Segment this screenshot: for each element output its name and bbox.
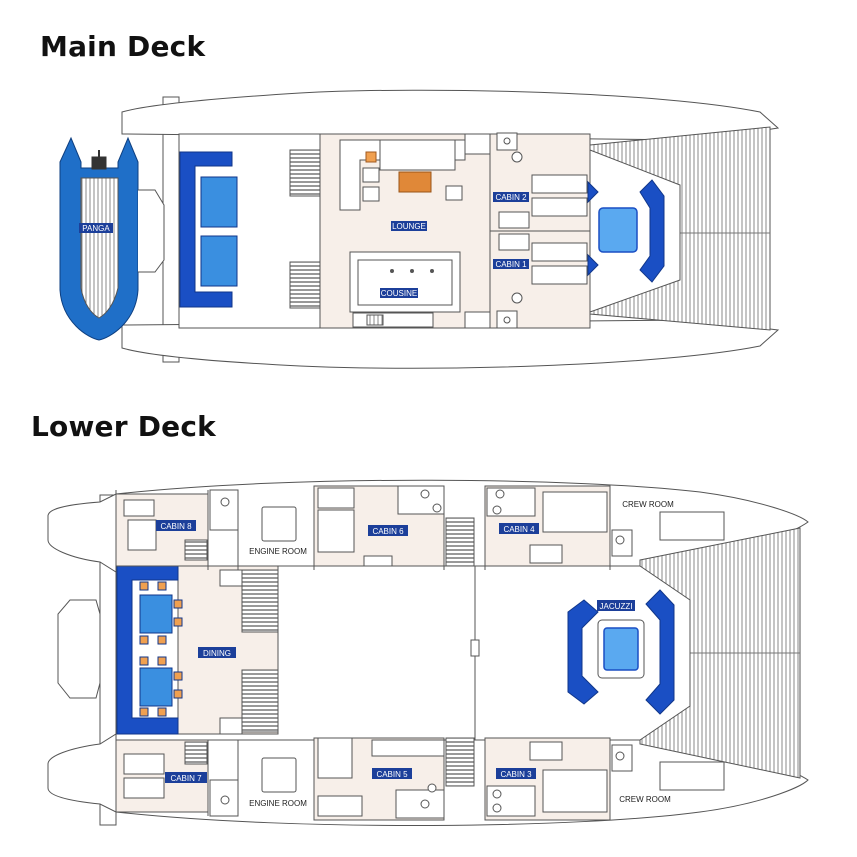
label-dining: DINING — [203, 649, 231, 658]
main-bow-seat-right — [639, 179, 665, 283]
panga-boat — [59, 136, 139, 341]
main-stairs-lower — [289, 261, 321, 309]
label-crew-room-top: CREW ROOM — [622, 500, 674, 509]
main-aft-sofa — [179, 151, 233, 308]
label-jacuzzi: JACUZZI — [600, 602, 633, 611]
dining-sofa — [116, 565, 179, 735]
main-labels: PANGA LOUNGE COUSINE CABIN 2 CABIN 1 — [79, 192, 529, 298]
main-plunge-pool — [598, 207, 638, 253]
lower-aft-step — [57, 599, 101, 699]
label-cabin-6: CABIN 6 — [372, 527, 404, 536]
main-hull-upper — [121, 89, 780, 141]
main-bow-seat-left — [587, 180, 599, 204]
lower-hull-rooms — [115, 734, 725, 821]
main-aft-table-2 — [200, 235, 238, 287]
label-cabin-1: CABIN 1 — [495, 260, 527, 269]
dining-tables — [139, 581, 183, 717]
label-engine-room-top: ENGINE ROOM — [249, 547, 307, 556]
main-stairs-upper — [289, 149, 321, 197]
label-cabin-4: CABIN 4 — [503, 525, 535, 534]
label-crew-room-bottom: CREW ROOM — [619, 795, 671, 804]
lower-labels: CABIN 8 ENGINE ROOM CABIN 6 CABIN 4 CREW… — [156, 500, 674, 808]
galley-counter — [349, 251, 491, 329]
lounge-furniture — [339, 133, 491, 211]
main-bow-seat-left-2 — [587, 253, 599, 277]
label-cabin-8: CABIN 8 — [160, 522, 192, 531]
label-cabin-7: CABIN 7 — [170, 774, 202, 783]
main-aft-table-1 — [200, 176, 238, 228]
main-stern-beam — [162, 96, 180, 363]
lower-stairs-lower — [241, 669, 279, 733]
main-cabins — [489, 132, 590, 329]
label-cabin-3: CABIN 3 — [500, 770, 532, 779]
label-engine-room-bottom: ENGINE ROOM — [249, 799, 307, 808]
main-aft-step — [138, 189, 165, 273]
lower-deck — [47, 479, 809, 827]
upper-hull-rooms — [115, 485, 725, 572]
jacuzzi-area — [567, 589, 675, 715]
lower-stairs-upper — [241, 569, 279, 633]
main-hull-lower — [121, 319, 780, 369]
label-panga: PANGA — [82, 224, 110, 233]
lower-deck-title: Lower Deck — [31, 410, 216, 443]
label-lounge: LOUNGE — [392, 222, 426, 231]
label-cabin-2: CABIN 2 — [495, 193, 527, 202]
label-cabin-5: CABIN 5 — [376, 770, 408, 779]
main-deck-title: Main Deck — [40, 30, 206, 63]
main-deck — [59, 89, 780, 369]
label-cousine: COUSINE — [381, 289, 417, 298]
